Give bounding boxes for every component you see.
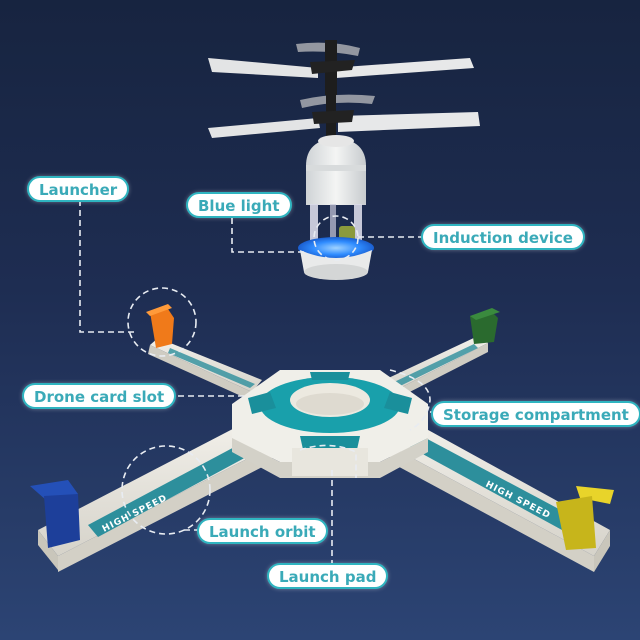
helicopter-drone: [208, 40, 480, 280]
storage-compartment: [292, 448, 368, 476]
label-launch-orbit: Launch orbit: [197, 518, 328, 544]
label-launcher: Launcher: [27, 176, 130, 202]
launcher-green: [470, 308, 500, 344]
drone-body: [298, 135, 374, 280]
lower-rotor: [208, 94, 480, 144]
label-storage-compartment: Storage compartment: [431, 401, 640, 427]
launcher-orange: [146, 304, 174, 348]
upper-rotor: [208, 40, 474, 95]
central-hub: [232, 370, 428, 478]
label-induction-device: Induction device: [421, 224, 585, 250]
label-launch-pad: Launch pad: [267, 563, 389, 589]
callout-lines: [79, 200, 436, 564]
launcher-yellow: [556, 486, 614, 550]
label-drone-card-slot: Drone card slot: [22, 383, 177, 409]
launch-base: HIGH SPEED HIGH SPEED: [30, 304, 614, 572]
launcher-blue: [30, 480, 80, 548]
label-blue-light: Blue light: [186, 192, 292, 218]
blue-light-ring: [298, 237, 374, 259]
